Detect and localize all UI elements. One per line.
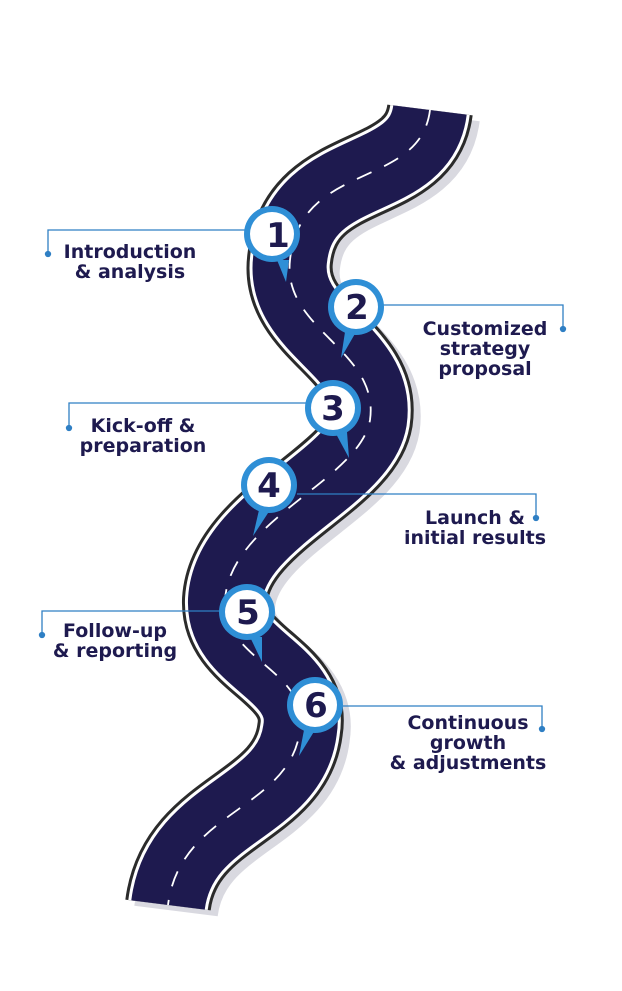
connector-2 [383, 304, 564, 329]
step-label-4: Launch & initial results [403, 507, 547, 549]
marker-number: 5 [236, 593, 260, 633]
marker-number: 6 [304, 686, 328, 726]
marker-number: 1 [266, 216, 290, 256]
connector-dot-3 [65, 424, 73, 432]
connector-5 [41, 610, 220, 635]
connector-4 [297, 493, 537, 518]
step-label-3: Kick-off & preparation [79, 415, 207, 457]
marker-1: 1 [244, 206, 300, 282]
road-surface [131, 102, 467, 912]
connector-dot-2 [559, 325, 567, 333]
marker-5: 5 [219, 584, 275, 662]
marker-2: 2 [328, 279, 384, 358]
step-label-6: Continuous growth & adjustments [389, 712, 547, 774]
connector-3 [68, 402, 306, 428]
marker-number: 2 [345, 288, 369, 328]
marker-6: 6 [287, 677, 343, 756]
marker-number: 4 [257, 466, 281, 506]
step-label-1: Introduction & analysis [63, 241, 197, 283]
step-label-2: Customized strategy proposal [422, 318, 548, 380]
connector-dot-5 [38, 631, 46, 639]
connector-1 [47, 229, 246, 254]
step-label-5: Follow-up & reporting [52, 620, 178, 662]
marker-3: 3 [305, 380, 361, 458]
connector-6 [343, 705, 543, 729]
connector-dot-1 [44, 250, 52, 258]
marker-4: 4 [241, 457, 297, 536]
connector-dot-4 [532, 514, 540, 522]
connector-dot-6 [538, 725, 546, 733]
marker-number: 3 [321, 389, 345, 429]
